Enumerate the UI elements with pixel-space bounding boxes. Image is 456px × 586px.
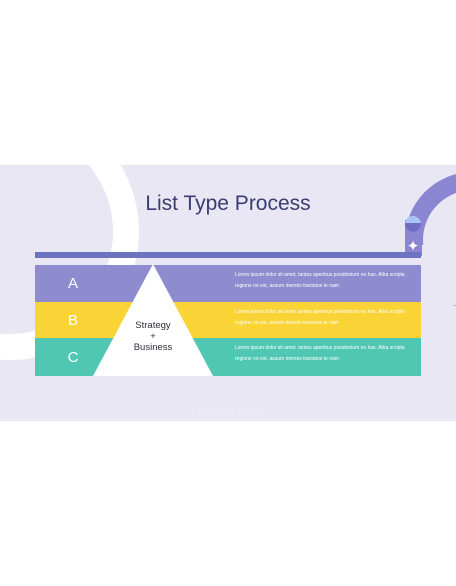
row-letter: A bbox=[67, 275, 78, 292]
sparkle-icon: ✦ bbox=[406, 238, 420, 255]
pipe-knob-shadow bbox=[405, 223, 421, 232]
slide: ✦ List Type Process A Lorem ipsum dolor … bbox=[0, 165, 456, 421]
center-triangle bbox=[93, 264, 213, 376]
row-description: Lorem ipsum dolor sit amet, tantas aperi… bbox=[235, 309, 405, 326]
title-divider-bar bbox=[35, 252, 421, 258]
row-description: Lorem ipsum dolor sit amet, tantas aperi… bbox=[235, 272, 405, 289]
process-row-b: B Lorem ipsum dolor sit amet, tantas ape… bbox=[35, 302, 421, 339]
watermark: GILLLSHOP bbox=[191, 405, 265, 419]
row-letter: C bbox=[67, 348, 79, 366]
row-description: Lorem ipsum dolor sit amet, tantas aperi… bbox=[235, 345, 405, 362]
slide-title: List Type Process bbox=[145, 192, 311, 215]
triangle-label-line3: Business bbox=[133, 342, 173, 353]
triangle-label-line2: + bbox=[150, 331, 156, 342]
triangle-label: Strategy + Business bbox=[118, 320, 188, 353]
process-row-a: A Lorem ipsum dolor sit amet, tantas ape… bbox=[35, 265, 421, 302]
triangle-label-line1: Strategy bbox=[135, 320, 171, 331]
row-letter: B bbox=[67, 312, 78, 329]
